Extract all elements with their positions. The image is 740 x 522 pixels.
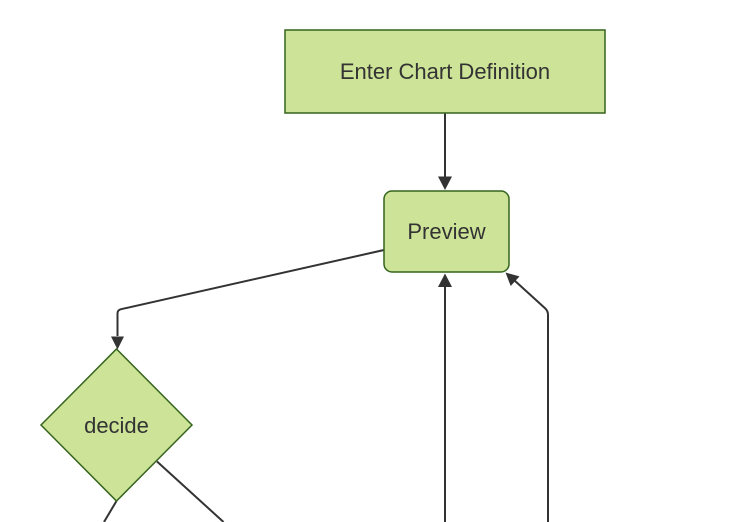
edge-decide-to-offscreen-left bbox=[103, 500, 118, 522]
edge-preview-to-decide bbox=[111, 249, 385, 350]
edge-line bbox=[513, 279, 549, 522]
node-preview: Preview bbox=[383, 190, 510, 273]
edge-line bbox=[116, 249, 385, 336]
enter-chart-definition-label: Enter Chart Definition bbox=[340, 59, 550, 84]
preview-box bbox=[383, 190, 510, 273]
edge-offscreen-center-to-preview bbox=[438, 273, 452, 522]
edge-decide-to-offscreen-right bbox=[156, 460, 225, 522]
arrowhead-up-left-icon bbox=[505, 272, 520, 286]
enter-chart-definition-box bbox=[284, 29, 606, 114]
preview-label: Preview bbox=[407, 219, 485, 244]
edge-line bbox=[156, 460, 225, 522]
decide-diamond bbox=[39, 347, 194, 503]
node-enter-chart-definition: Enter Chart Definition bbox=[284, 29, 606, 114]
arrowhead-down-icon bbox=[438, 176, 452, 190]
decide-label: decide bbox=[84, 413, 149, 438]
edge-enter-to-preview bbox=[438, 113, 452, 190]
node-decide: decide bbox=[39, 347, 194, 503]
edge-line bbox=[103, 500, 118, 522]
arrowhead-down-icon bbox=[111, 336, 124, 350]
arrowhead-up-icon bbox=[438, 273, 452, 287]
edge-offscreen-right-to-preview bbox=[505, 272, 549, 522]
